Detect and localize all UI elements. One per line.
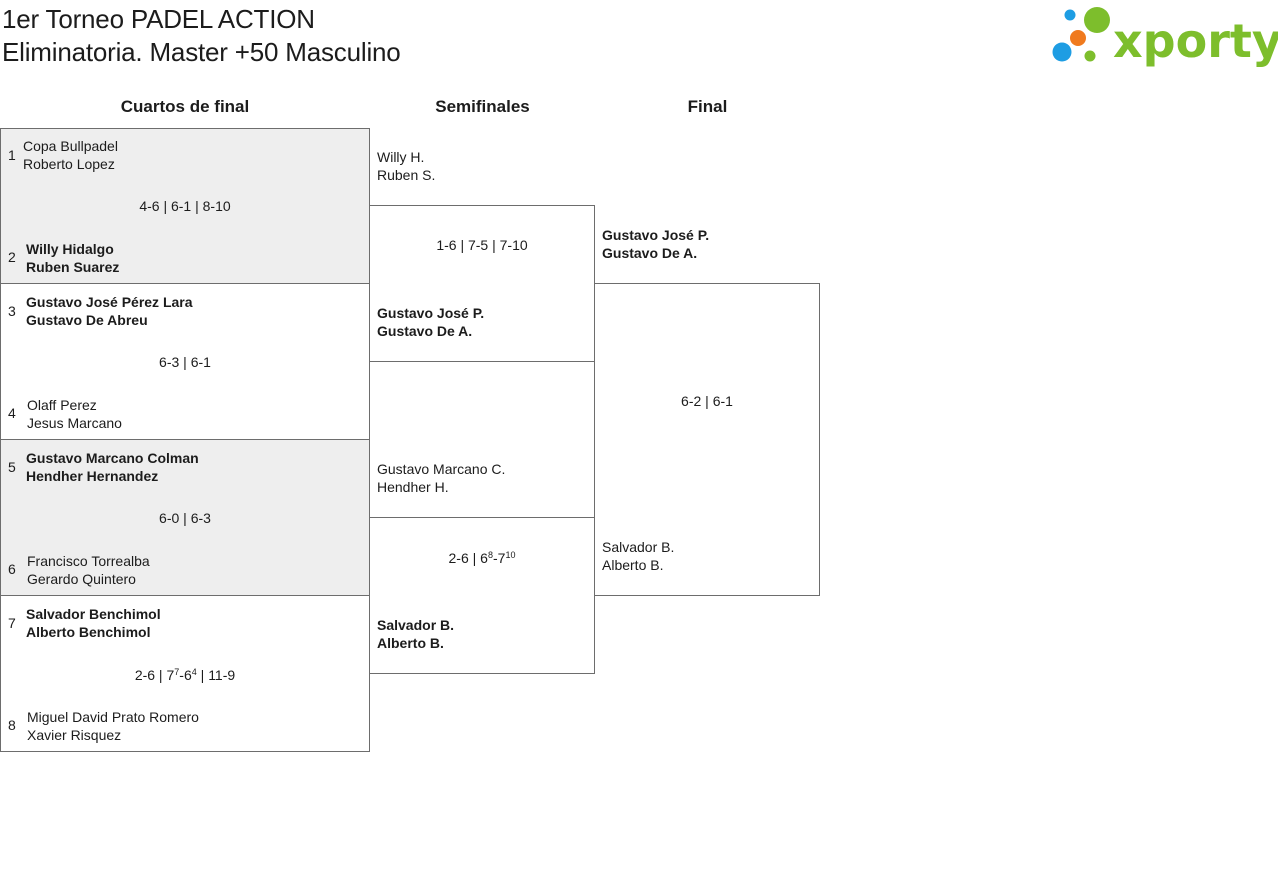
semifinal-2-team-top: Gustavo Marcano C. Hendher H. xyxy=(377,460,505,496)
seed-number: 8 xyxy=(8,717,16,733)
player-name: Copa Bullpadel xyxy=(23,138,118,154)
match-score: 2-6 | 77-64 | 11-9 xyxy=(134,667,236,683)
player-name: Hendher Hernandez xyxy=(26,468,159,484)
player-name: Gustavo Marcano C. xyxy=(377,461,506,477)
player-name: Roberto Lopez xyxy=(23,156,115,172)
logo-dot-blue xyxy=(1052,42,1072,62)
team-entry-winner: Gustavo José P. Gustavo De A. xyxy=(377,304,484,340)
seed-number: 5 xyxy=(8,459,16,475)
logo-text: xporty xyxy=(1113,14,1278,68)
semifinal-match-1[interactable]: 1-6 | 7-5 | 7-10 Gustavo José P. Gustavo… xyxy=(369,205,595,362)
team-entry: Francisco Torrealba Gerardo Quintero xyxy=(27,552,150,588)
player-name: Salvador B. xyxy=(377,617,455,633)
quarterfinal-match-3[interactable]: 5 Gustavo Marcano Colman Hendher Hernand… xyxy=(0,439,370,596)
team-entry: Copa Bullpadel Roberto Lopez xyxy=(23,137,118,173)
player-name: Willy H. xyxy=(377,149,425,165)
match-score: 2-6 | 68-710 xyxy=(448,550,516,566)
player-name: Alberto B. xyxy=(377,635,444,651)
player-name: Xavier Risquez xyxy=(27,727,122,743)
seed-number: 6 xyxy=(8,561,16,577)
player-name: Gustavo De Abreu xyxy=(26,312,148,328)
player-name: Hendher H. xyxy=(377,479,449,495)
player-name: Gustavo De A. xyxy=(602,245,698,261)
final-team-top: Gustavo José P. Gustavo De A. xyxy=(602,226,709,262)
semifinal-1-team-top: Willy H. Ruben S. xyxy=(377,148,435,184)
seed-number: 3 xyxy=(8,303,16,319)
logo-dot-orange xyxy=(1070,30,1086,46)
logo-dot-green xyxy=(1084,7,1110,33)
team-entry-winner: Salvador Benchimol Alberto Benchimol xyxy=(26,605,161,641)
tournament-title: 1er Torneo PADEL ACTION Eliminatoria. Ma… xyxy=(2,3,401,69)
team-entry: Salvador B. Alberto B. xyxy=(602,538,674,574)
player-name: Salvador B. xyxy=(602,539,675,555)
round-title-semifinals: Semifinales xyxy=(435,97,530,116)
quarterfinal-match-2[interactable]: 3 Gustavo José Pérez Lara Gustavo De Abr… xyxy=(0,283,370,440)
team-entry-winner: Salvador B. Alberto B. xyxy=(377,616,454,652)
final-match[interactable]: 6-2 | 6-1 Salvador B. Alberto B. xyxy=(594,283,820,596)
team-entry: Miguel David Prato Romero Xavier Risquez xyxy=(27,708,199,744)
player-name: Salvador Benchimol xyxy=(26,606,161,622)
player-name: Alberto B. xyxy=(602,557,664,573)
player-name: Gerardo Quintero xyxy=(27,571,136,587)
player-name: Willy Hidalgo xyxy=(26,241,114,257)
player-name: Alberto Benchimol xyxy=(26,624,151,640)
round-title-final: Final xyxy=(687,97,728,116)
team-entry: Olaff Perez Jesus Marcano xyxy=(27,396,122,432)
player-name: Gustavo José P. xyxy=(602,227,710,243)
logo-dot-green-small xyxy=(1084,50,1096,62)
player-name: Miguel David Prato Romero xyxy=(27,709,199,725)
match-score: 6-3 | 6-1 xyxy=(159,354,211,370)
team-entry-winner: Gustavo José Pérez Lara Gustavo De Abreu xyxy=(26,293,193,329)
player-name: Gustavo De A. xyxy=(377,323,473,339)
player-name: Gustavo José P. xyxy=(377,305,485,321)
match-score: 4-6 | 6-1 | 8-10 xyxy=(139,198,231,214)
seed-number: 7 xyxy=(8,615,16,631)
player-name: Ruben S. xyxy=(377,167,436,183)
quarterfinal-match-4[interactable]: 7 Salvador Benchimol Alberto Benchimol 2… xyxy=(0,595,370,752)
player-name: Ruben Suarez xyxy=(26,259,120,275)
round-title-quarterfinals: Cuartos de final xyxy=(120,97,250,116)
match-score: 1-6 | 7-5 | 7-10 xyxy=(436,237,528,253)
match-score: 6-2 | 6-1 xyxy=(681,393,733,409)
seed-number: 1 xyxy=(8,147,16,163)
logo-dot-blue-small xyxy=(1064,9,1076,21)
player-name: Gustavo Marcano Colman xyxy=(26,450,199,466)
team-entry-winner: Willy Hidalgo Ruben Suarez xyxy=(26,240,119,276)
bracket-category: Eliminatoria. Master +50 Masculino xyxy=(2,37,401,67)
semifinal-match-2[interactable]: 2-6 | 68-710 Salvador B. Alberto B. xyxy=(369,517,595,674)
seed-number: 2 xyxy=(8,249,16,265)
player-name: Francisco Torrealba xyxy=(27,553,150,569)
seed-number: 4 xyxy=(8,405,16,421)
quarterfinal-match-1[interactable]: 1 Copa Bullpadel Roberto Lopez 4-6 | 6-1… xyxy=(0,128,370,284)
player-name: Olaff Perez xyxy=(27,397,97,413)
xporty-logo: xporty xyxy=(1052,7,1278,68)
player-name: Jesus Marcano xyxy=(27,415,122,431)
match-score: 6-0 | 6-3 xyxy=(159,510,211,526)
team-entry-winner: Gustavo Marcano Colman Hendher Hernandez xyxy=(26,449,199,485)
tournament-name: 1er Torneo PADEL ACTION xyxy=(2,4,315,34)
player-name: Gustavo José Pérez Lara xyxy=(26,294,193,310)
